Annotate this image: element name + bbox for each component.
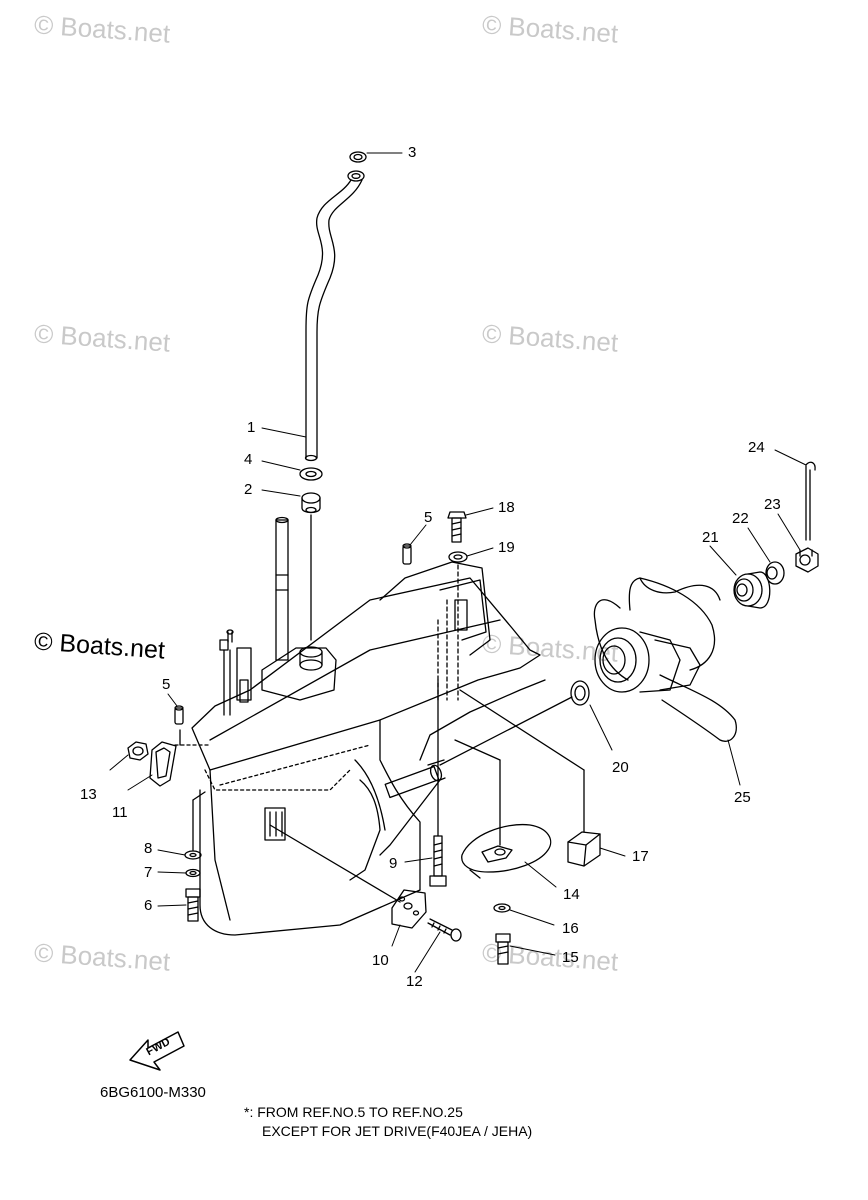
callout-25: 25 [734, 789, 751, 806]
callout-23: 23 [764, 496, 781, 513]
part-5-dowel-pin-lower [174, 705, 184, 725]
callout-24: 24 [748, 439, 765, 456]
part-19-washer [448, 551, 468, 563]
callout-14: 14 [563, 886, 580, 903]
part-6-bolt [185, 791, 206, 922]
callout-21: 21 [702, 529, 719, 546]
callout-16: 16 [562, 920, 579, 937]
part-4-grommet [299, 467, 323, 481]
callout-9: 9 [389, 855, 398, 872]
part-25-propeller [593, 577, 737, 742]
part-5-dowel-pin-upper [402, 543, 412, 565]
callout-8: 8 [144, 840, 153, 857]
callout-6: 6 [144, 897, 153, 914]
footnote-line-1: *: FROM REF.NO.5 TO REF.NO.25 [244, 1104, 463, 1120]
part-20-thrust-washer [439, 680, 590, 766]
leader-lines [109, 152, 807, 973]
callout-22: 22 [732, 510, 749, 527]
part-17-anode-block [459, 689, 601, 867]
part-16-washer [493, 903, 511, 913]
part-24-cotter-pin [805, 461, 816, 541]
part-23-nut [795, 547, 819, 573]
fwd-arrow-icon [129, 1031, 185, 1071]
part-21-spacer [733, 571, 771, 609]
footnote-line-2: EXCEPT FOR JET DRIVE(F40JEA / JEHA) [262, 1123, 533, 1139]
part-12-screw [427, 918, 462, 942]
callout-13: 13 [80, 786, 97, 803]
callout-12: 12 [406, 973, 423, 990]
lower-case-housing [174, 516, 546, 936]
part-14-trim-tab [454, 739, 552, 879]
callout-10: 10 [372, 952, 389, 969]
part-13-nut [127, 741, 149, 761]
part-11-cover [149, 741, 177, 787]
footnote: *: FROM REF.NO.5 TO REF.NO.25 EXCEPT FOR… [244, 1103, 532, 1141]
callout-11: 11 [112, 804, 128, 821]
part-1-water-pipe [304, 170, 365, 462]
part-8-washer [184, 850, 202, 860]
callout-5-lower: 5 [162, 676, 171, 693]
part-10-anode [269, 824, 427, 929]
assembly-lines [437, 564, 459, 701]
callout-3: 3 [408, 144, 417, 161]
callout-7: 7 [144, 864, 153, 881]
callout-18: 18 [498, 499, 515, 516]
diagram-code: 6BG6100-M330 [100, 1084, 206, 1101]
callout-19: 19 [498, 539, 515, 556]
callout-5-upper: 5 [424, 509, 433, 526]
callout-1: 1 [247, 419, 256, 436]
callout-20: 20 [612, 759, 629, 776]
part-3-washer [349, 151, 367, 163]
callout-2: 2 [244, 481, 253, 498]
part-9-bolt [429, 679, 447, 887]
part-22-washer [765, 561, 785, 585]
part-18-bolt [447, 511, 467, 543]
callout-15: 15 [562, 949, 579, 966]
part-15-bolt [495, 933, 511, 965]
callout-4: 4 [244, 451, 253, 468]
callout-17: 17 [632, 848, 649, 865]
part-7-washer [185, 868, 201, 878]
part-2-seal [301, 492, 321, 641]
